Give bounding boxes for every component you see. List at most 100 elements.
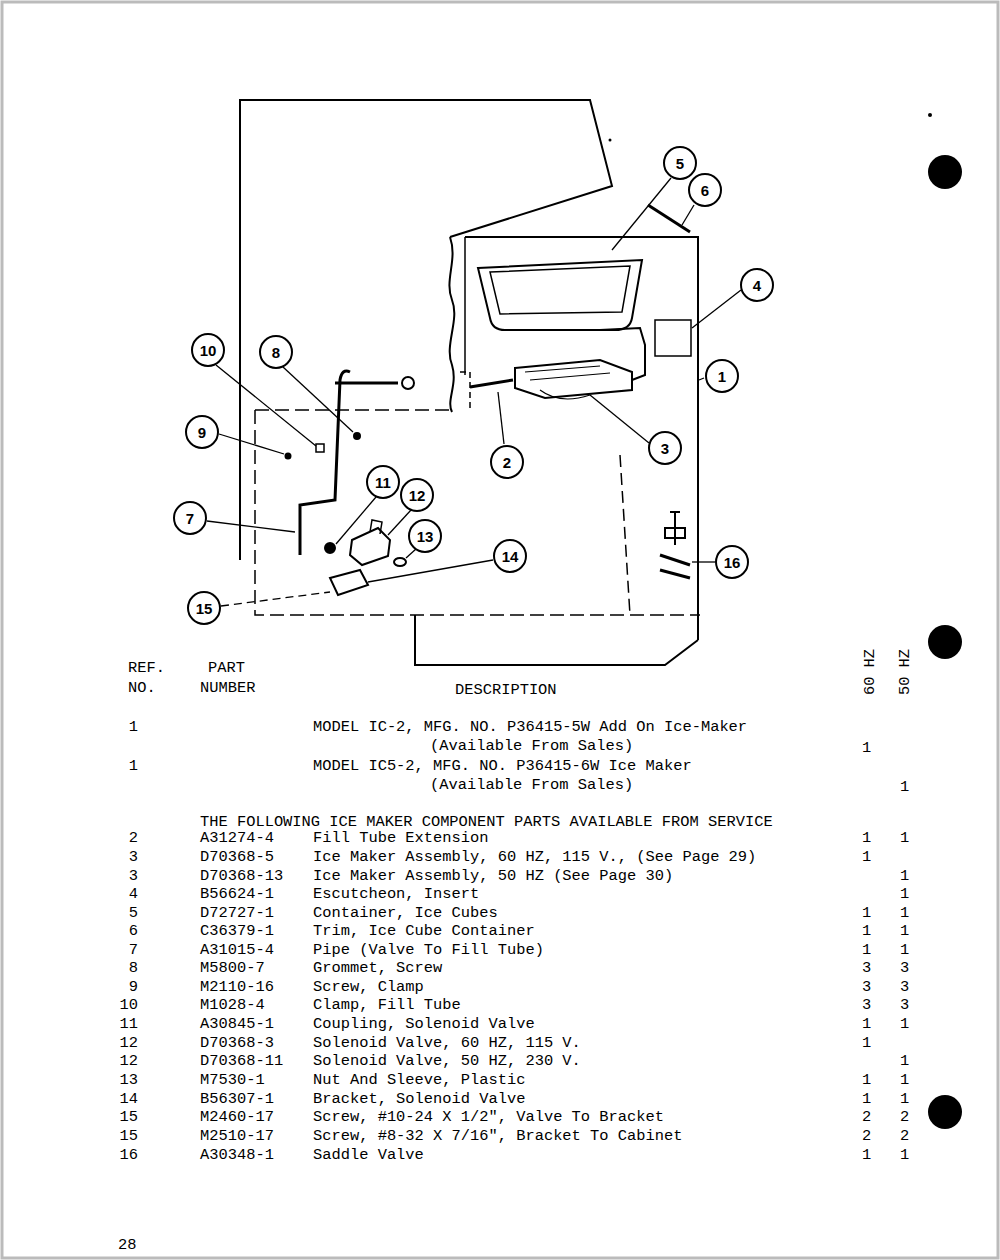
- callout-number: 14: [502, 549, 519, 564]
- table-text: 12: [120, 1052, 138, 1070]
- table-text: Ice Maker Assembly, 60 HZ, 115 V., (See …: [313, 848, 756, 866]
- table-text: D70368-5: [200, 848, 274, 866]
- table-text: DESCRIPTION: [455, 681, 557, 699]
- table-text: 1: [900, 885, 909, 903]
- table-text: A30845-1: [200, 1015, 274, 1033]
- callout-number: 15: [196, 601, 213, 616]
- table-text: Solenoid Valve, 50 HZ, 230 V.: [313, 1052, 581, 1070]
- table-text: THE FOLLOWING ICE MAKER COMPONENT PARTS …: [200, 813, 773, 831]
- table-text: 13: [120, 1071, 138, 1089]
- table-text: PART: [208, 659, 245, 677]
- table-text: 3: [900, 978, 909, 996]
- callout-number: 10: [200, 343, 217, 358]
- column-header: 60 HZ: [861, 649, 879, 695]
- callout-number: 4: [753, 278, 761, 293]
- table-text: 2: [862, 1127, 871, 1145]
- table-text: Nut And Sleeve, Plastic: [313, 1071, 525, 1089]
- table-text: 2: [862, 1108, 871, 1126]
- table-text: M1028-4: [200, 996, 265, 1014]
- table-text: 1: [900, 829, 909, 847]
- table-text: M2460-17: [200, 1108, 274, 1126]
- callout-circle: 6: [688, 173, 722, 207]
- table-text: 1: [862, 922, 871, 940]
- table-text: 1: [862, 941, 871, 959]
- table-text: 4: [129, 885, 138, 903]
- callout-circle: 1: [705, 359, 739, 393]
- callout-number: 3: [661, 441, 669, 456]
- table-text: MODEL IC-2, MFG. NO. P36415-5W Add On Ic…: [313, 718, 773, 756]
- table-text: Ice Maker Assembly, 50 HZ (See Page 30): [313, 867, 673, 885]
- table-text: Coupling, Solenoid Valve: [313, 1015, 535, 1033]
- table-text: 1: [900, 1015, 909, 1033]
- table-text: D70368-13: [200, 867, 283, 885]
- table-text: REF.: [128, 659, 165, 677]
- table-text: Saddle Valve: [313, 1146, 424, 1164]
- table-text: A30348-1: [200, 1146, 274, 1164]
- table-text: MODEL IC5-2, MFG. NO. P36415-6W Ice Make…: [313, 757, 773, 795]
- table-text: 1: [129, 718, 138, 736]
- table-text: 3: [129, 848, 138, 866]
- callout-circle: 3: [648, 431, 682, 465]
- table-text: B56624-1: [200, 885, 274, 903]
- callout-circle: 5: [663, 146, 697, 180]
- table-text: A31015-4: [200, 941, 274, 959]
- table-text: D70368-3: [200, 1034, 274, 1052]
- table-text: 3: [862, 978, 871, 996]
- table-text: C36379-1: [200, 922, 274, 940]
- table-text: Pipe (Valve To Fill Tube): [313, 941, 544, 959]
- callout-circle: 11: [366, 465, 400, 499]
- table-text: 9: [129, 978, 138, 996]
- table-text: 6: [129, 922, 138, 940]
- table-text: 1: [900, 867, 909, 885]
- table-text: NUMBER: [200, 679, 255, 697]
- table-text: 1: [900, 1090, 909, 1108]
- table-text: 5: [129, 904, 138, 922]
- callout-circle: 14: [493, 539, 527, 573]
- table-text: 3: [862, 959, 871, 977]
- callout-circle: 7: [173, 501, 207, 535]
- table-text: 1: [900, 922, 909, 940]
- callout-circle: 12: [400, 478, 434, 512]
- table-text: Escutcheon, Insert: [313, 885, 479, 903]
- table-text: Grommet, Screw: [313, 959, 442, 977]
- table-text: A31274-4: [200, 829, 274, 847]
- table-text: 3: [900, 959, 909, 977]
- callout-circle: 15: [187, 591, 221, 625]
- callout-number: 12: [409, 488, 426, 503]
- table-text: Solenoid Valve, 60 HZ, 115 V.: [313, 1034, 581, 1052]
- table-text: 1: [900, 904, 909, 922]
- table-text: Trim, Ice Cube Container: [313, 922, 535, 940]
- callout-circle: 4: [740, 268, 774, 302]
- column-header: 50 HZ: [896, 649, 914, 695]
- callout-number: 2: [503, 455, 511, 470]
- table-text: 1: [862, 1034, 871, 1052]
- table-text: 11: [120, 1015, 138, 1033]
- table-text: 15: [120, 1108, 138, 1126]
- callout-number: 5: [676, 156, 684, 171]
- callout-number: 11: [375, 475, 391, 490]
- table-text: Container, Ice Cubes: [313, 904, 498, 922]
- callout-number: 8: [272, 345, 280, 360]
- table-text: 1: [862, 1090, 871, 1108]
- table-text: D70368-11: [200, 1052, 283, 1070]
- callout-number: 6: [701, 183, 709, 198]
- table-text: 8: [129, 959, 138, 977]
- table-text: M7530-1: [200, 1071, 265, 1089]
- callout-circle: 8: [259, 335, 293, 369]
- table-text: Clamp, Fill Tube: [313, 996, 461, 1014]
- table-text: 3: [129, 867, 138, 885]
- table-text: Fill Tube Extension: [313, 829, 488, 847]
- table-text: M2110-16: [200, 978, 274, 996]
- table-text: Bracket, Solenoid Valve: [313, 1090, 525, 1108]
- callout-number: 16: [724, 555, 741, 570]
- table-text: 7: [129, 941, 138, 959]
- table-text: 12: [120, 1034, 138, 1052]
- table-text: 1: [862, 1146, 871, 1164]
- callout-number: 7: [186, 511, 194, 526]
- table-text: B56307-1: [200, 1090, 274, 1108]
- table-text: 1: [900, 1146, 909, 1164]
- table-text: M2510-17: [200, 1127, 274, 1145]
- callout-circle: 2: [490, 445, 524, 479]
- table-text: 1: [862, 1015, 871, 1033]
